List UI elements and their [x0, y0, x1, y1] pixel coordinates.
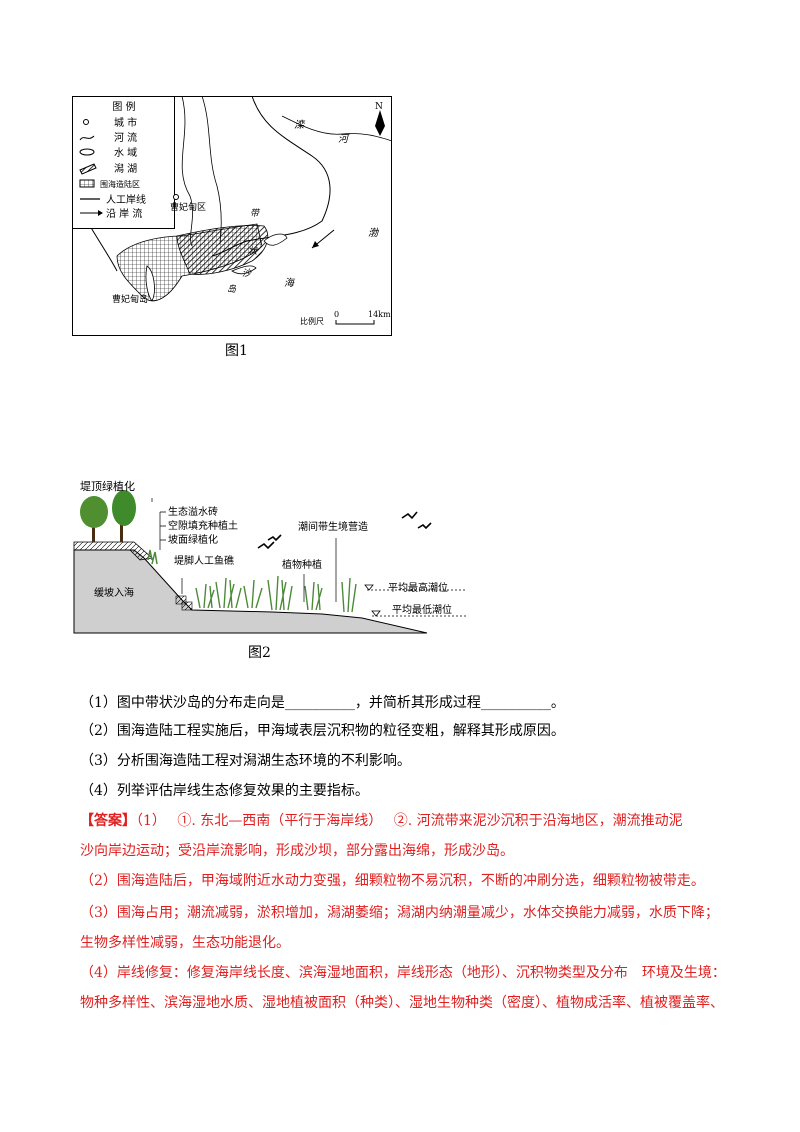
marsh-plants: [195, 575, 357, 613]
legend-label-5: 人工岸线: [106, 193, 146, 206]
label-high-tide: 平均最高潮位: [388, 581, 448, 594]
lagoon-hatch-icon: [79, 163, 97, 175]
label-he: 河: [338, 133, 350, 145]
label-planting: 植物种植: [282, 558, 322, 571]
answer-line-3: （3）围海占用；潮流减弱，淤积增加，潟湖萎缩；潟湖内纳潮量减少，水体交换能力减弱…: [80, 905, 719, 921]
label-belt-1: 状: [248, 246, 258, 257]
label-caofeidian-island: 曹妃甸岛: [112, 293, 148, 305]
label-fish-reef: 堤脚人工鱼礁: [174, 554, 234, 567]
label-dike-top-green: 堤顶绿植化: [80, 479, 135, 493]
label-intertidal: 潮间带生境营造: [298, 520, 368, 533]
question-1: （1）图中带状沙岛的分布走向是__________，并简析其形成过程______…: [80, 695, 565, 711]
figure1-caption: 图1: [225, 343, 248, 359]
high-tide-marker-icon: [364, 584, 374, 591]
legend-label-4: 围海造陆区: [100, 179, 140, 189]
answer-line-6: 物种多样性、滨海湿地水质、湿地植被面积（种类）、湿地生物种类（密度）、植物成活率…: [80, 995, 724, 1011]
current-arrow-icon: [311, 229, 335, 249]
svg-text:N: N: [375, 102, 383, 112]
scale-bar: [335, 320, 375, 325]
slope-plants: [147, 549, 193, 611]
water-body-icon: [79, 148, 95, 156]
north-arrow-icon: N: [375, 102, 385, 136]
city-circle-icon: [83, 119, 89, 125]
figure2-section: 堤顶绿植化 生态溢水砖 空隙填充种植土 坡面绿植化 潮间带生境营造 堤脚人工鱼礁…: [73, 479, 467, 634]
label-belt-3: 岛: [227, 284, 237, 295]
legend-items: 城 市 河 流 水 域 潟 湖 围海造陆区 人工岸线 沿 岸 流: [79, 116, 146, 220]
scale-max: 14km: [368, 310, 391, 319]
label-bohai: 渤: [368, 227, 379, 239]
answer-line-4: 生物多样性减弱，生态功能退化。: [80, 935, 290, 951]
low-tide-marker-icon: [371, 610, 381, 617]
label-low-tide: 平均最低潮位: [392, 603, 452, 616]
legend-label-0: 城 市: [114, 116, 137, 129]
question-3: （3）分析围海造陆工程对潟湖生态环境的不利影响。: [80, 753, 411, 769]
legend-label-1: 河 流: [114, 131, 137, 144]
figure2-caption: 图2: [248, 645, 271, 661]
label-belt-2: 沙: [242, 268, 252, 279]
legend-label-6: 沿 岸 流: [106, 207, 142, 220]
label-hai: 海: [284, 277, 296, 289]
scale-zero: 0: [334, 310, 339, 319]
label-belt-0: 带: [250, 208, 261, 219]
answer-line-2: （2）围海造陆后，甲海域附近水动力变强，细颗粒物不易沉积，不断的冲刷分选，细颗粒…: [80, 873, 705, 889]
legend-label-2: 水 域: [114, 146, 137, 159]
legend-title: 图 例: [112, 100, 135, 113]
label-slope-green: 坡面绿植化: [168, 533, 218, 546]
answer-line-0: 【答案】（1） ①. 东北—西南（平行于海岸线） ②. 河流带来泥沙沉积于沿海地…: [80, 813, 683, 829]
label-gap-fill: 空隙填充种植土: [168, 519, 238, 532]
legend-label-3: 潟 湖: [114, 162, 137, 175]
label-gentle-slope: 缓坡入海: [94, 586, 134, 599]
reclamation-grid-icon: [79, 179, 95, 188]
river-line-icon: [79, 135, 95, 141]
answer-label: 【答案】: [80, 813, 136, 829]
tree-icon: [80, 490, 136, 542]
question-2: （2）围海造陆工程实施后，甲海域表层沉积物的粒径变粗，解释其形成原因。: [80, 723, 565, 739]
label-eco-brick: 生态溢水砖: [168, 505, 218, 518]
answer-line-1: 沙向岸边运动；受沿岸流影响，形成沙坝，部分露出海绵，形成沙岛。: [80, 843, 514, 859]
answer-line-5: （4）岸线修复：修复海岸线长度、滨海湿地面积，岸线形态（地形）、沉积物类型及分布…: [80, 965, 726, 981]
bird-icon: [257, 511, 432, 550]
label-caofeidian-district: 曹妃甸区: [170, 201, 206, 213]
city-caofeidian-icon: [173, 194, 179, 200]
question-4: （4）列举评估岸线生态修复效果的主要指标。: [80, 783, 369, 799]
figure1-map: 图 例 城 市 河 流 水 域 潟 湖 围海造陆区 人工岸线 沿 岸 流 N 滦…: [72, 96, 392, 336]
scale-label: 比例尺: [300, 316, 324, 326]
label-luan: 滦: [294, 119, 306, 131]
